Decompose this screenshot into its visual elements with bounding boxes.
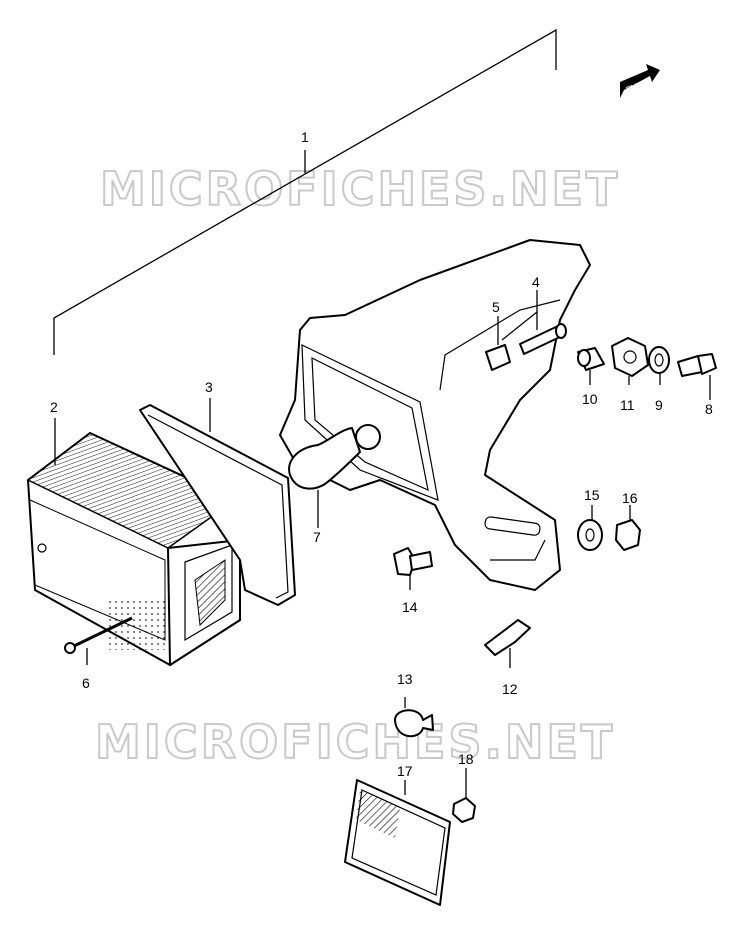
callout-9: 9: [655, 397, 663, 413]
bulb-part-12: [484, 619, 531, 656]
callout-2: 2: [50, 399, 58, 415]
screw-part-6: [64, 616, 133, 654]
nut-part-16: [615, 519, 641, 551]
spacer-part-5: [485, 344, 511, 371]
lens-part-2: [26, 432, 241, 666]
callout-5: 5: [492, 299, 500, 315]
callout-17: 17: [397, 763, 413, 779]
bolt-part-14: [393, 547, 433, 576]
callout-12: 12: [502, 681, 518, 697]
callout-4: 4: [532, 274, 540, 290]
nut-part-11: [611, 337, 649, 377]
callout-8: 8: [705, 401, 713, 417]
bulb-part-7: [288, 424, 381, 490]
washer-part-9: [648, 346, 670, 374]
callout-11: 11: [620, 397, 635, 413]
gasket-part-3: [139, 404, 296, 606]
watermark-bottom: MICROFICHES.NET: [95, 715, 615, 769]
callout-labels: 1 2 3 4 5 6 7 8 9 10 11 12 13 14 15 16 1…: [50, 129, 713, 779]
callout-14: 14: [402, 599, 418, 615]
callout-13: 13: [397, 671, 413, 687]
washer-part-15: [577, 519, 603, 551]
callout-15: 15: [584, 487, 600, 503]
housing: [279, 239, 591, 591]
screw-part-4: [519, 323, 567, 355]
license-lens-part-17: [344, 779, 451, 906]
callout-18: 18: [458, 751, 474, 767]
bolt-part-8: [677, 353, 717, 377]
fwd-arrow-icon: FWD: [620, 64, 660, 98]
leader-lines: [54, 290, 711, 798]
callout-16: 16: [622, 490, 638, 506]
callout-1: 1: [301, 129, 309, 145]
grommet-part-13: [394, 709, 434, 738]
watermark-top: MICROFICHES.NET: [100, 162, 620, 216]
assembly-bracket: [53, 28, 557, 355]
callout-7: 7: [313, 529, 321, 545]
collar-part-10: [577, 347, 605, 371]
callout-3: 3: [205, 379, 213, 395]
callout-6: 6: [82, 675, 90, 691]
nut-part-18: [452, 797, 476, 823]
callout-10: 10: [582, 391, 598, 407]
